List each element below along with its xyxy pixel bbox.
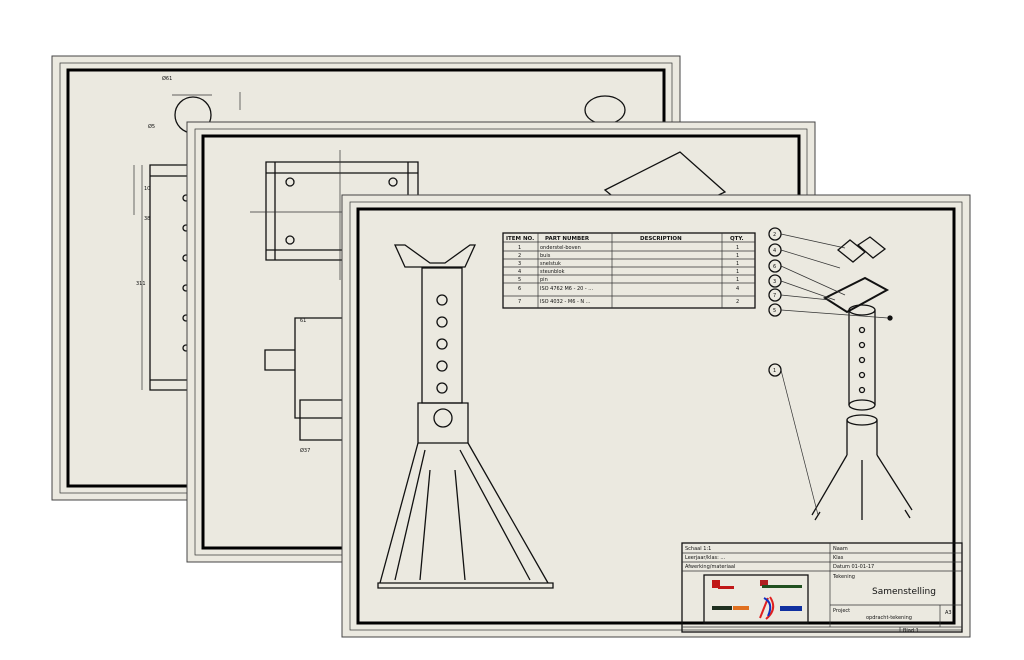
dim-label: Ø37 [300,447,310,454]
leader-line [780,265,846,296]
bom-part-number: buis [540,253,551,259]
title-block: Schaal 1:1 Leerjaar/klas: ... Afwerking/… [681,542,963,634]
project-name: opdracht-tekening [866,615,912,621]
dim-label: 10 [144,186,150,192]
balloon [768,288,782,302]
balloon [768,274,782,288]
project-label: Project [833,608,850,614]
date-label: Datum 01-01-17 [833,564,874,570]
bom-qty: 4 [736,286,739,292]
balloon-number: 5 [773,308,776,314]
jack-stand-exploded-view [811,236,913,521]
leader-line [780,280,836,301]
balloon [768,259,782,273]
group-label: Klas [833,555,844,561]
leader-line [780,309,889,319]
drawing-label: Tekening [832,574,855,580]
bom-header: ITEM NO. [506,236,534,242]
dim-label: Ø5 [148,123,155,130]
bom-item-no: 6 [518,286,521,292]
front-drawing-sheet: ITEM NO. PART NUMBER DESCRIPTION QTY. 1 onder… [341,194,971,638]
dim-label: 38 [144,216,150,222]
bom-item-no: 2 [518,253,521,259]
balloon-number: 6 [773,264,776,270]
balloon [768,227,782,241]
name-label: Naam [833,546,848,552]
balloon [768,363,782,377]
bom-table [502,232,756,309]
finish-label: Afwerking/materiaal [685,564,735,570]
bom-item-no: 4 [518,269,521,275]
balloon-number: 7 [773,293,776,299]
jack-stand-front-view [377,244,554,589]
balloon-number: 1 [773,368,776,374]
bom-part-number: pin [540,277,548,283]
balloon-number: 3 [773,279,776,285]
bom-rows: ITEM NO. PART NUMBER DESCRIPTION QTY. 1 onder… [506,236,744,305]
leader-line [780,369,819,516]
bom-item-no: 1 [518,245,521,251]
balloon-number: 4 [773,248,776,254]
dim-label: 311 [136,281,146,287]
sheet-size: A3 [945,610,952,616]
bom-qty: 2 [736,299,739,305]
school-logos [712,580,802,620]
bom-qty: 1 [736,253,739,259]
bom-qty: 1 [736,261,739,267]
bom-part-number: ISO 4032 - M6 - N ... [540,299,591,305]
callout-balloons: 2 4 6 3 7 5 1 [768,227,889,516]
bom-header: PART NUMBER [545,236,590,242]
bom-part-number: onderstel-boven [540,245,581,251]
leader-line [780,294,831,301]
class-label: Leerjaar/klas: ... [685,555,726,561]
bom-qty: 1 [736,245,739,251]
balloon [768,243,782,257]
bom-item-no: 3 [518,261,521,267]
scale-label: Schaal 1:1 [685,546,711,552]
drawing-title: Samenstelling [872,587,936,597]
dim-label: 61 [300,318,306,324]
leader-line [780,249,841,269]
balloon [768,303,782,317]
bom-part-number: snelstuk [540,261,561,267]
bom-qty: 1 [736,277,739,283]
bom-part-number: steunblok [540,269,565,275]
bom-item-no: 5 [518,277,521,283]
balloon-number: 2 [773,232,776,238]
bom-header: DESCRIPTION [640,236,682,242]
bom-part-number: ISO 4762 M6 - 20 - ... [540,286,593,292]
bom-item-no: 7 [518,299,521,305]
sheet-number: Blad 1 [903,628,919,634]
dim-label: Ø61 [162,75,172,82]
bom-qty: 1 [736,269,739,275]
leader-line [780,233,846,249]
bom-header: QTY. [730,236,744,242]
